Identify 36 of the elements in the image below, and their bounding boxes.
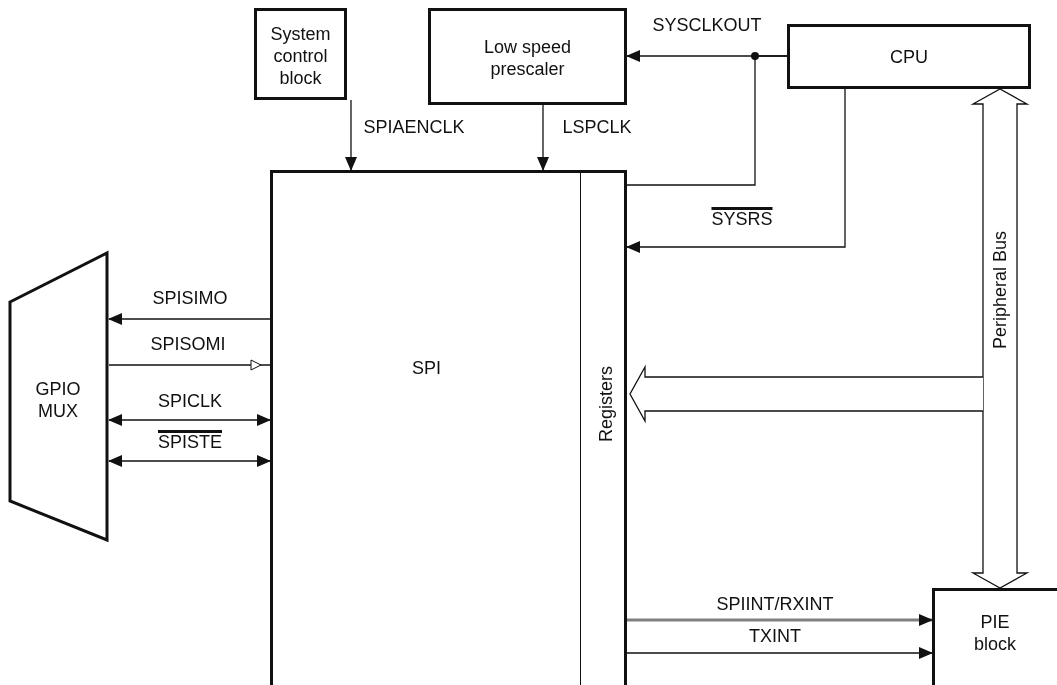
signal-line <box>626 55 788 186</box>
block-label: Registers <box>594 366 617 442</box>
signal-label: SPIINT/RXINT <box>716 594 834 614</box>
block-box <box>932 588 1057 685</box>
arrow <box>626 88 846 253</box>
arrow <box>108 455 271 467</box>
block-label: Low speed prescaler <box>482 36 573 80</box>
block-label: PIE block <box>973 611 1017 655</box>
arrow <box>626 647 933 659</box>
bus-arrow <box>970 88 1030 589</box>
signal-label: SPISOMI <box>150 334 226 354</box>
signal-label: SPIAENCLK <box>363 117 465 137</box>
bus-label: Peripheral Bus <box>990 230 1010 350</box>
signal-label: TXINT <box>749 626 801 646</box>
arrow <box>537 104 549 171</box>
block-label: SPI <box>411 357 442 379</box>
signal-label: SYSRS <box>711 207 773 229</box>
signal-label: SYSCLKOUT <box>652 15 762 35</box>
arrow <box>345 99 357 171</box>
block-label: CPU <box>889 46 929 68</box>
arrow <box>108 414 271 426</box>
signal-label: LSPCLK <box>562 117 632 137</box>
signal-label: SPICLK <box>158 391 222 411</box>
block-box <box>428 8 627 105</box>
block-label: System control block <box>269 23 332 89</box>
block-box <box>254 8 347 100</box>
block-box <box>787 24 1031 89</box>
arrow <box>627 614 933 626</box>
arrow <box>108 313 271 325</box>
module-box <box>270 170 627 685</box>
bus-arrow <box>629 364 984 424</box>
signal-label: SPISIMO <box>152 288 228 308</box>
arrow <box>108 359 271 371</box>
mux-trapezoid <box>8 252 109 542</box>
signal-label: SPISTE <box>158 430 222 452</box>
block-label: GPIO MUX <box>34 378 82 422</box>
